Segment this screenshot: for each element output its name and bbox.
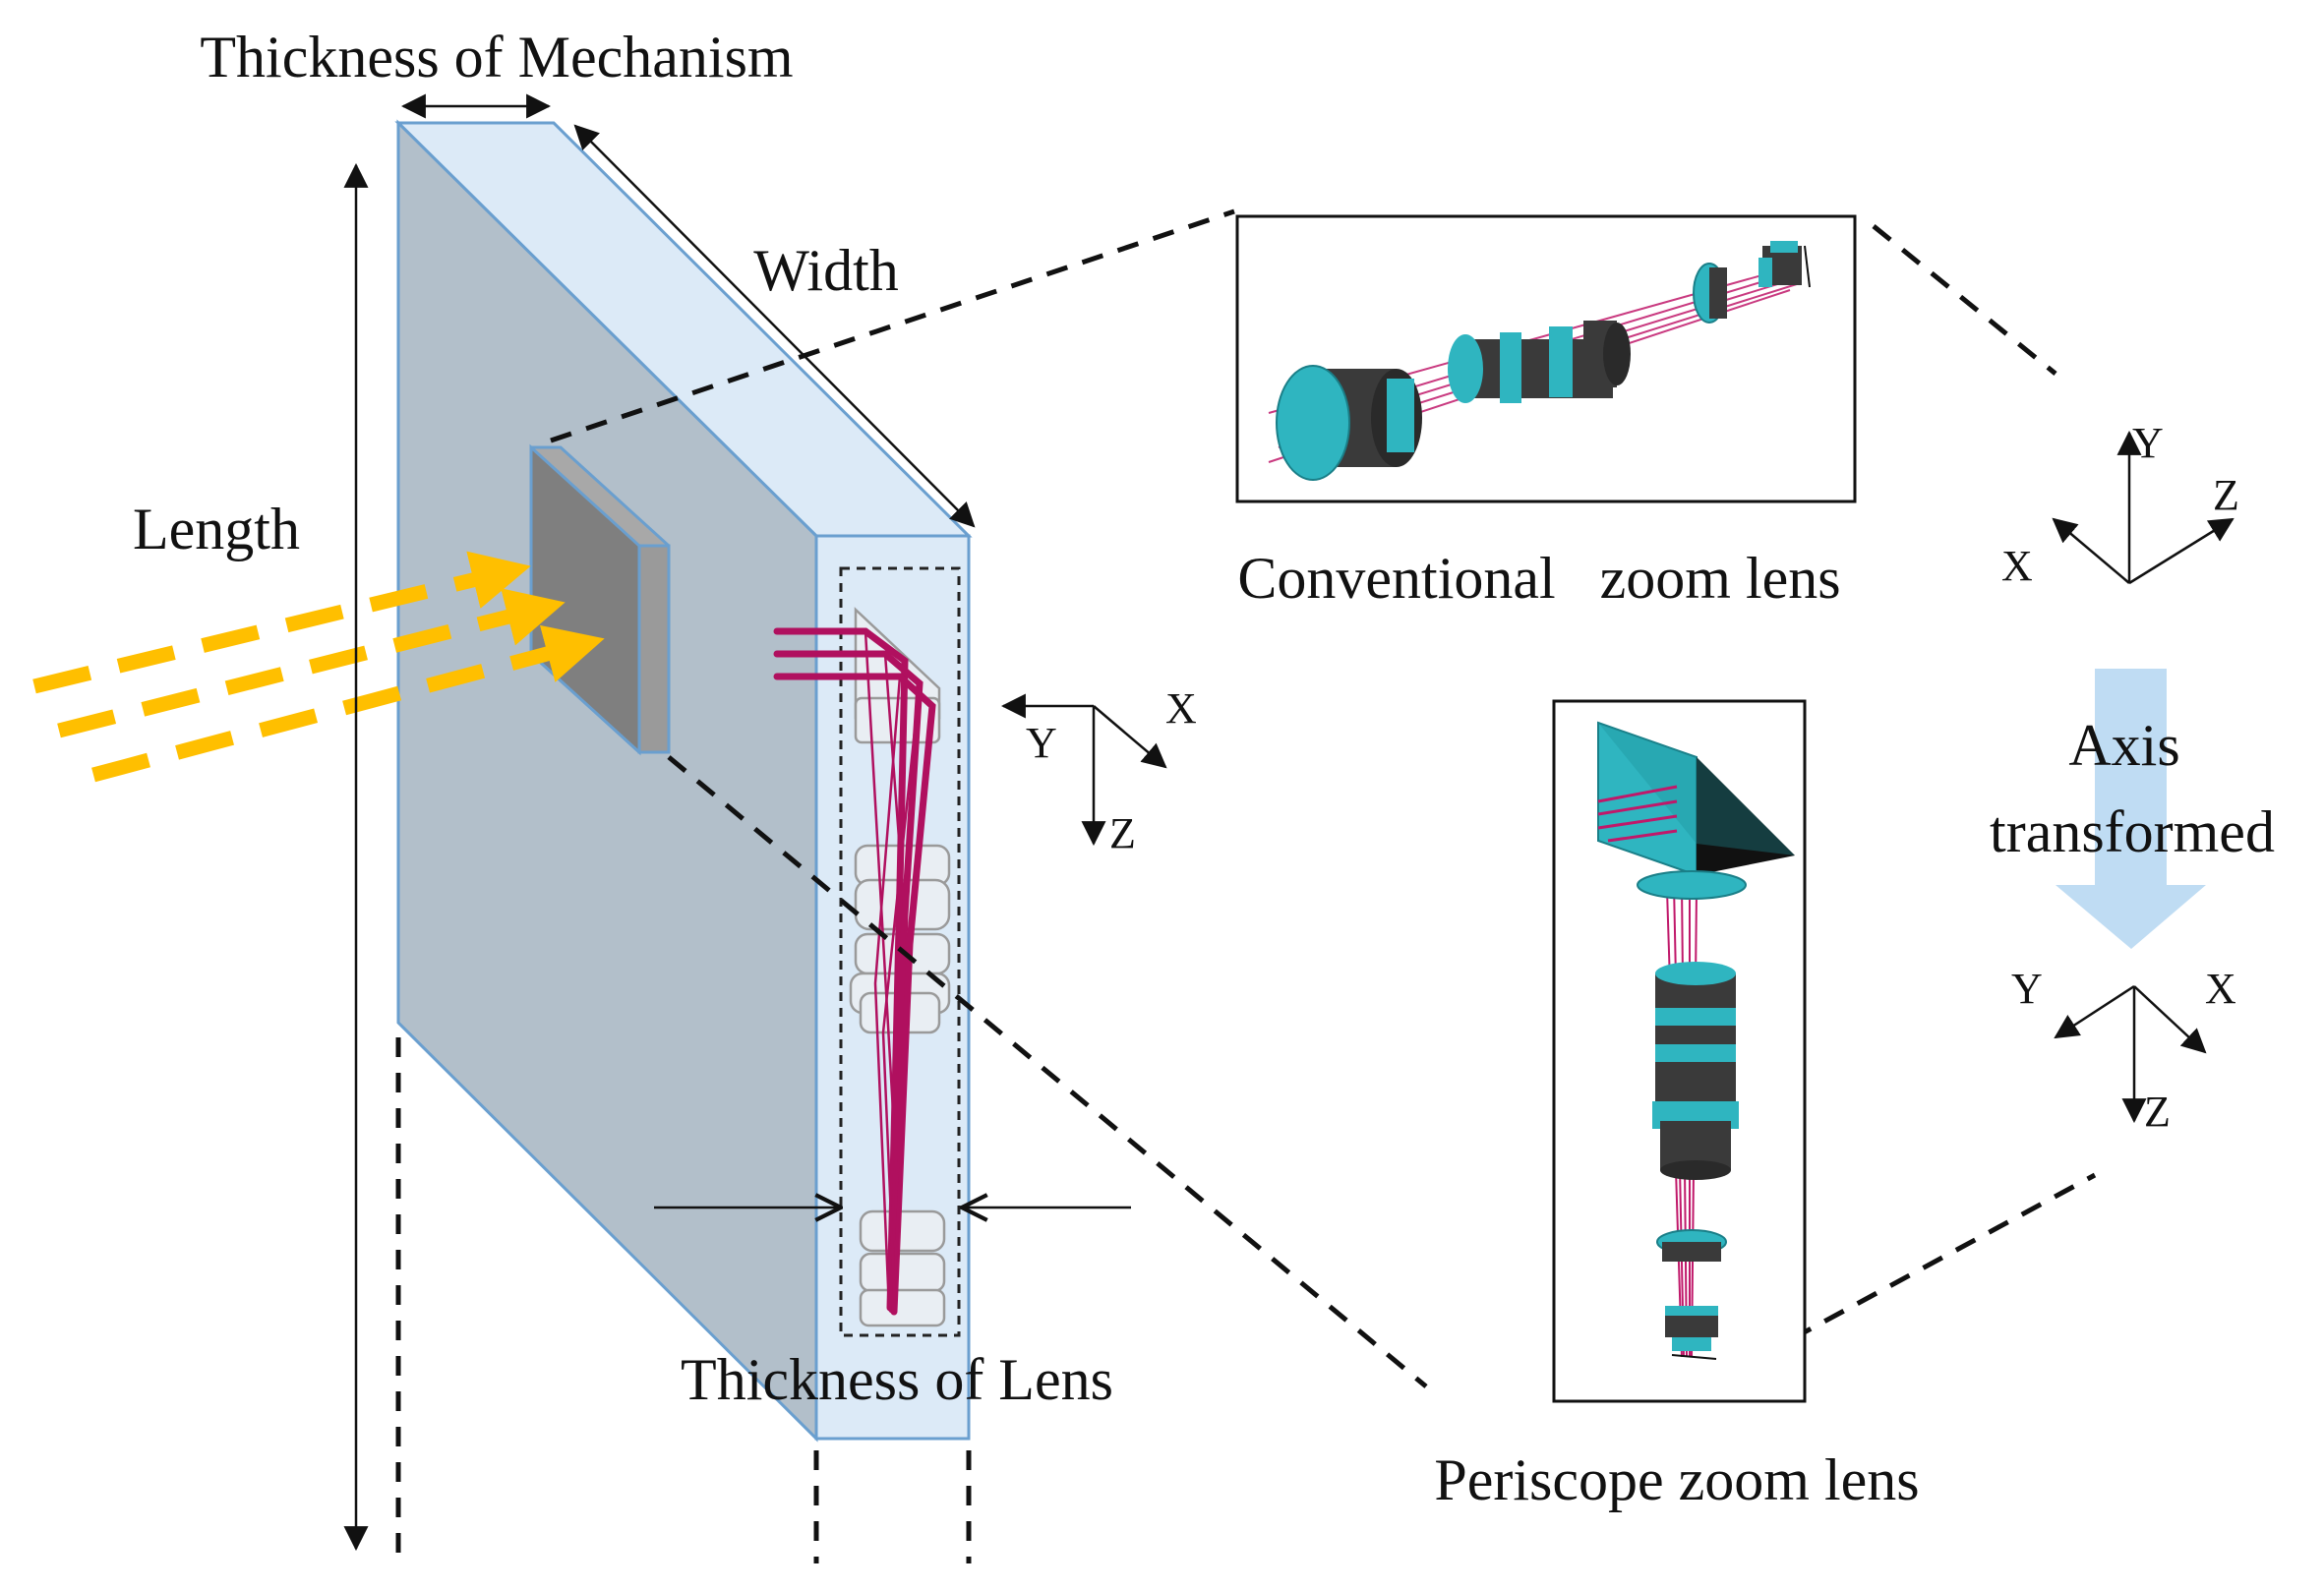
conventional-axis-x: X [2001,542,2033,590]
conventional-sensor [1758,241,1811,288]
conventional-axes [2052,430,2235,585]
internal-ray-bundle [773,627,936,1316]
periscope-zoom-lens-label: Periscope zoom lens [1434,1447,1919,1512]
thickness-of-lens-label: Thickness of Lens [681,1347,1113,1412]
device-axis-z: Z [1109,809,1136,857]
conventional-small-lens [1693,263,1727,324]
length-label: Length [133,497,300,561]
device-axis-x: X [1165,684,1197,733]
periscope-small-lens [1656,1229,1727,1262]
axis-transform-arrow [2056,669,2206,949]
periscope-axis-z: Z [2144,1088,2171,1136]
extension-lines [395,1037,972,1563]
periscope-axes [2054,984,2207,1124]
callout-lines [550,208,2097,1388]
lens-region-dashed [839,566,961,1337]
conventional-axis-y: Y [2132,419,2164,467]
conventional-lens-inset [1235,214,1857,503]
conventional-zoom-lens-label: Conventional zoom lens [1237,546,1840,611]
conventional-middle-group [1448,321,1631,403]
sensor-block-edge [637,544,671,754]
periscope-sensor [1665,1306,1718,1360]
width-arrow [573,124,976,528]
conventional-axis-z: Z [2213,471,2239,519]
periscope-input-rays [1597,785,1678,843]
width-label: Width [753,238,899,303]
periscope-axis-y: Y [2011,965,2043,1013]
conventional-front-lens [1276,365,1422,481]
device-body [394,119,973,1443]
periscope-middle-group [1652,962,1739,1180]
periscope-prism [1597,721,1795,877]
device-axis-y: Y [1026,719,1057,767]
periscope-axis-x: X [2205,965,2236,1013]
periscope-lens-inset [1552,699,1807,1403]
thickness-of-mechanism-label: Thickness of Mechanism [200,25,793,89]
device-axes [1000,693,1167,847]
dimension-lines [343,93,1131,1552]
axis-transformed-label-line2: transformed [1990,799,2275,864]
axis-transformed-label-line1: Axis [2068,713,2179,778]
